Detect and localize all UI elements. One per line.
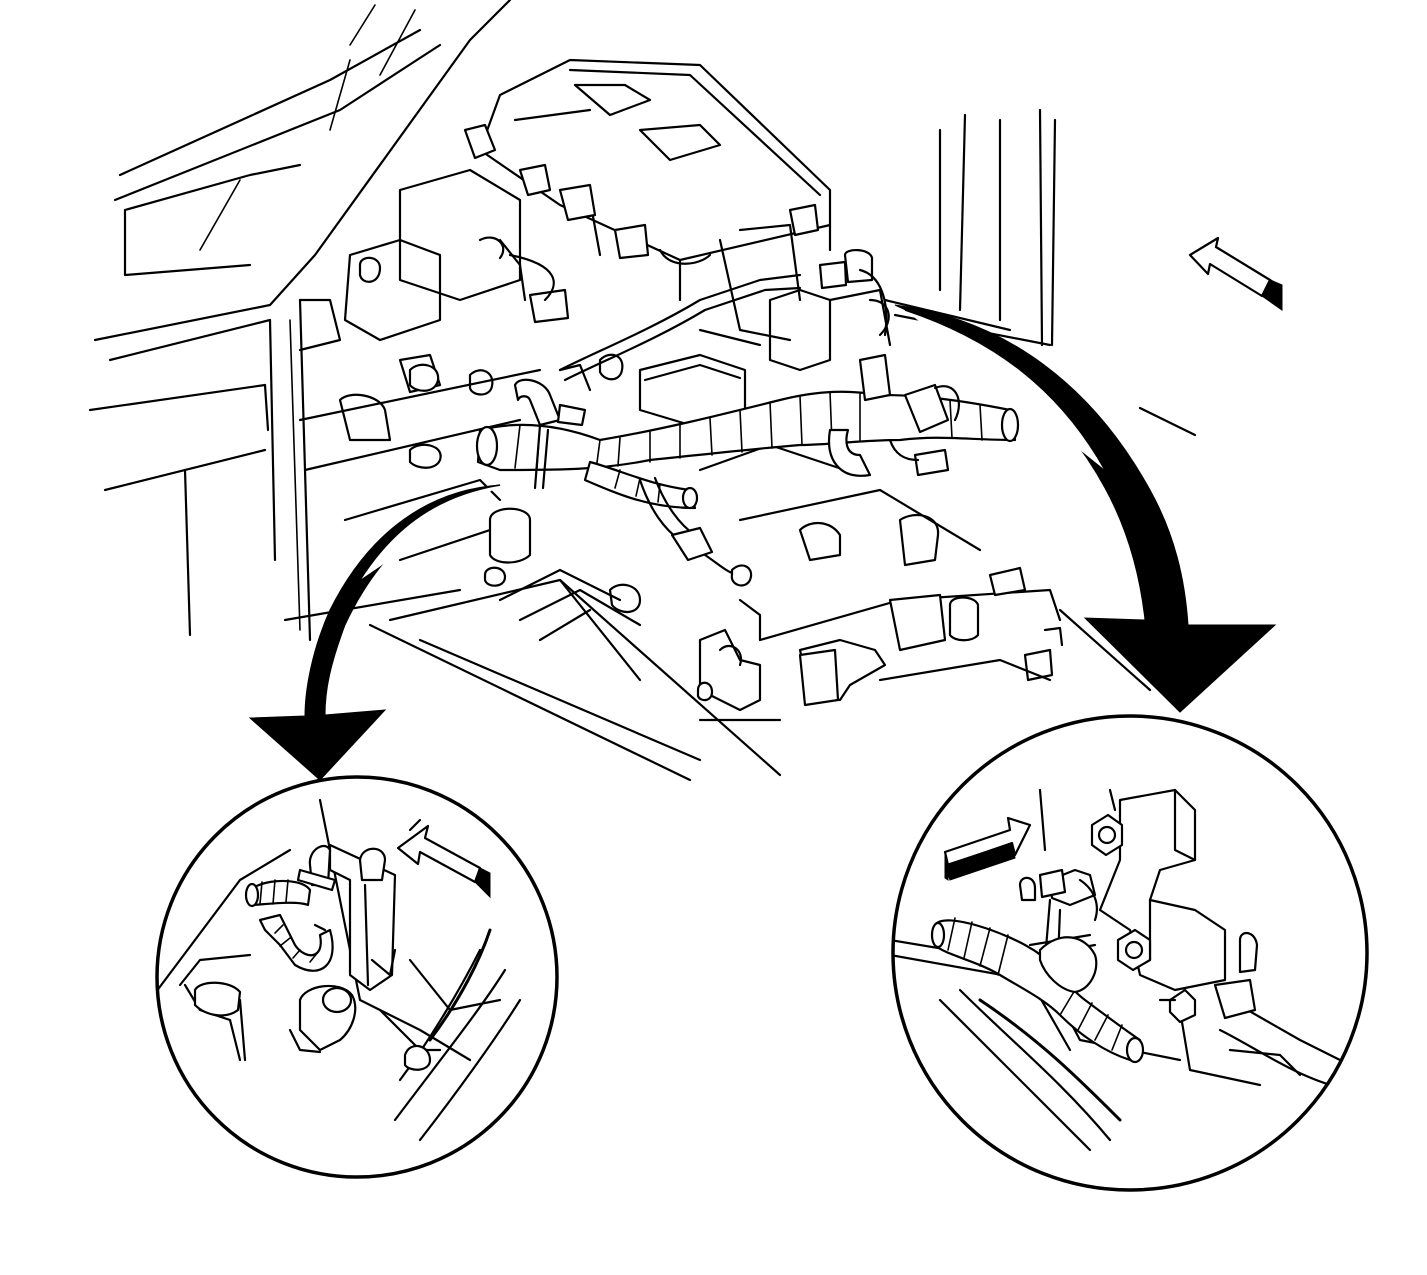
callout-arrow-right: [894, 304, 1277, 713]
body-panel: [88, 0, 512, 642]
air-intake-box: [463, 58, 832, 342]
transmission-area: [368, 443, 1064, 782]
direction-arrow-main: [1188, 236, 1283, 311]
wiring-harness: [475, 268, 1020, 587]
detail-circle-right: [891, 714, 1369, 1192]
detail-circle-left: [155, 775, 559, 1179]
callout-arrow-left: [248, 484, 501, 781]
engine-compartment-view: [88, 0, 1283, 782]
